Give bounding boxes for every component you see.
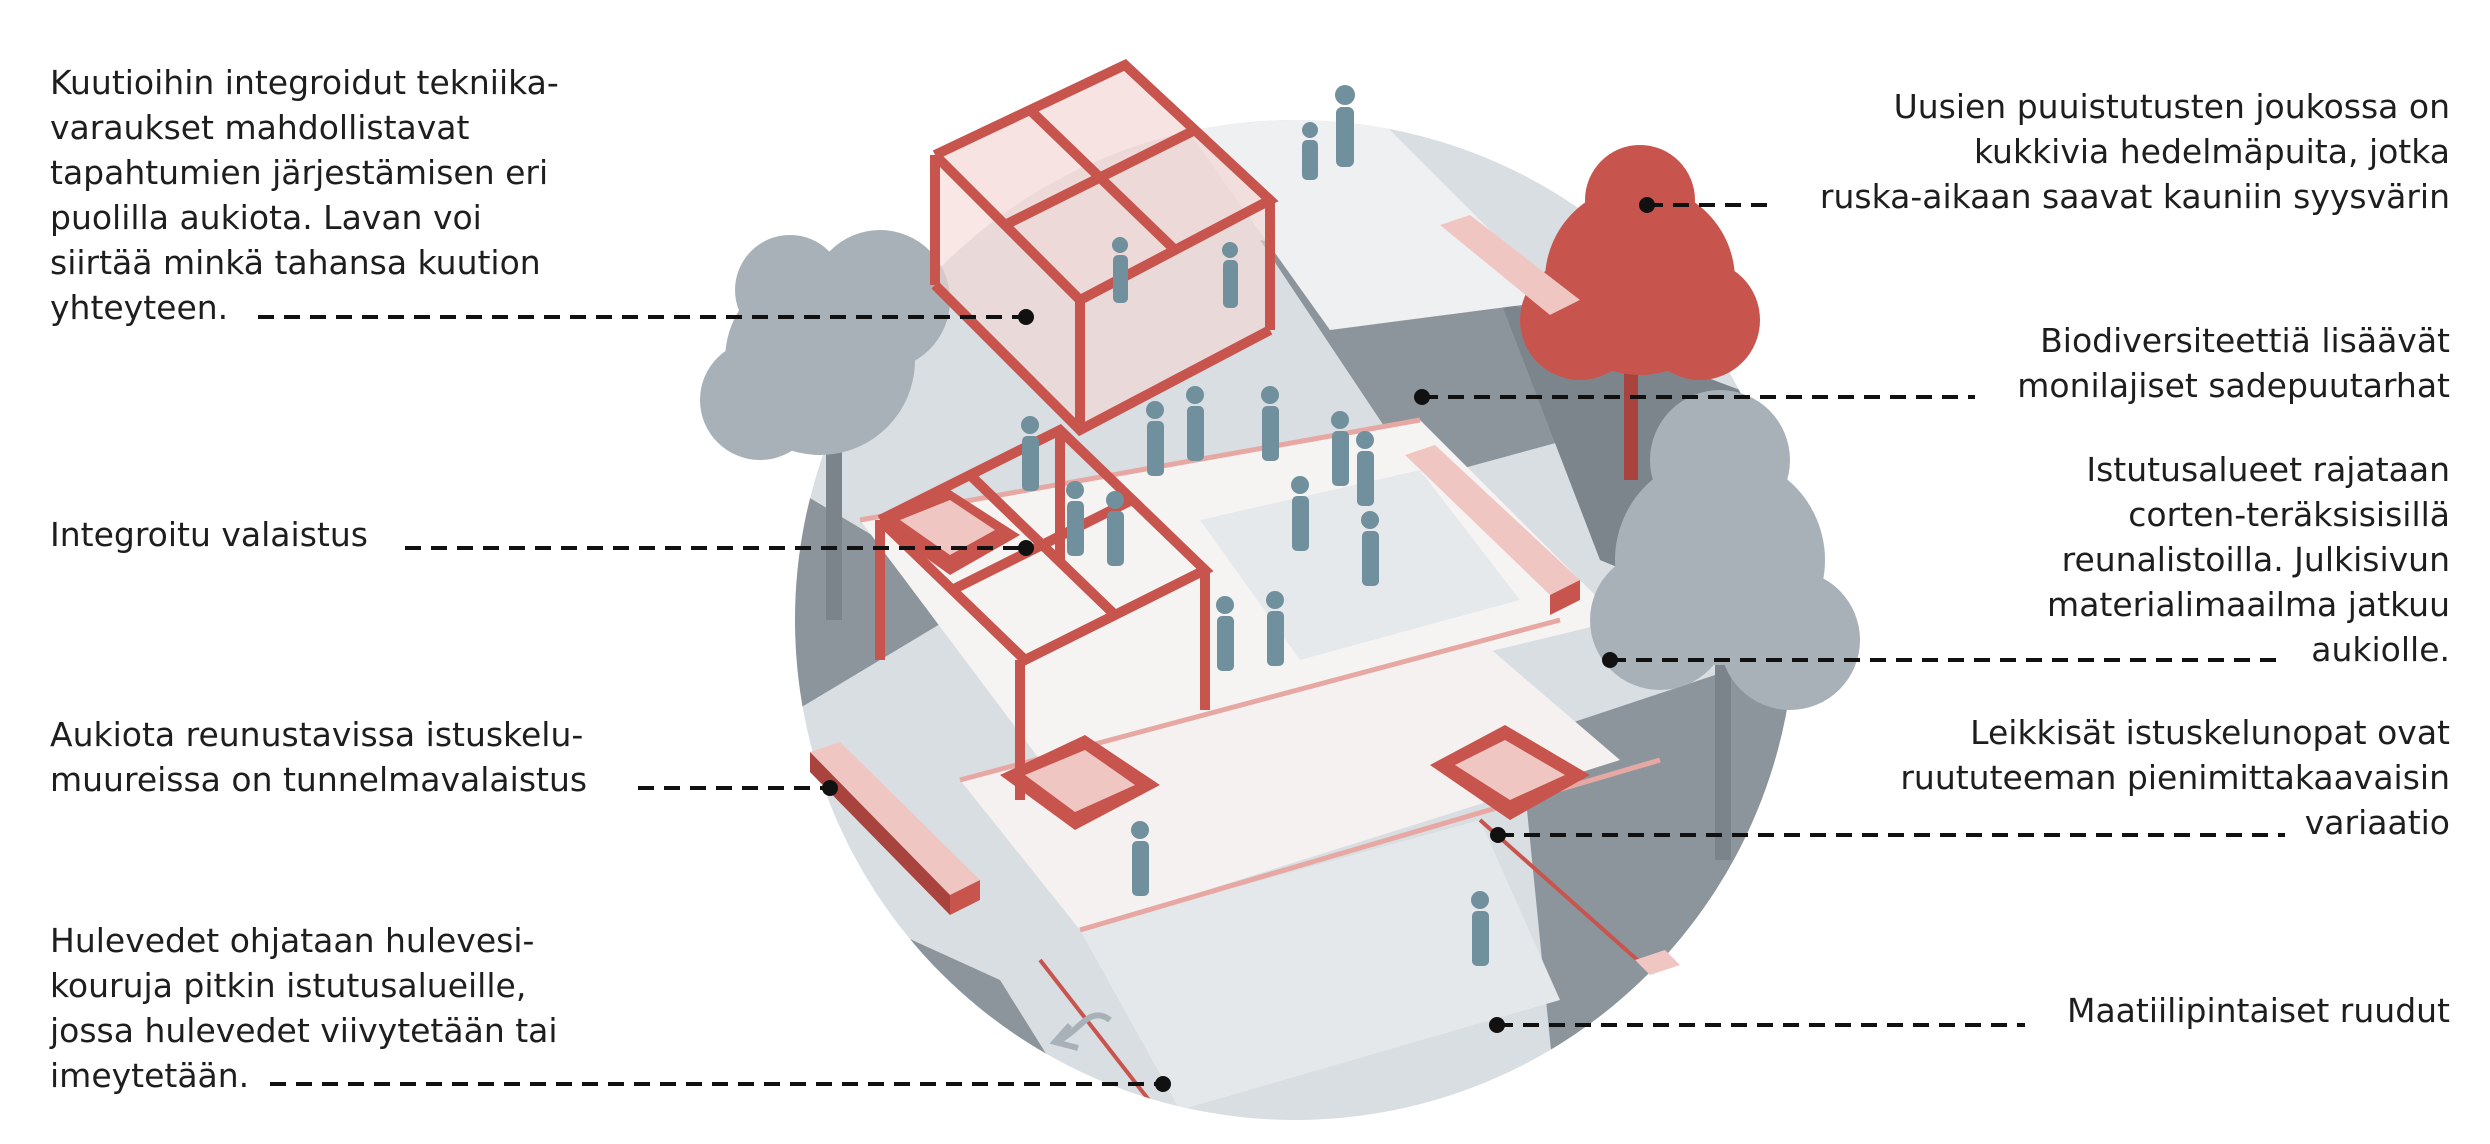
annotation-play-seats: Leikkisät istuskelunopat ovat ruututeema… — [1900, 710, 2450, 845]
person-icon — [1112, 237, 1128, 303]
person-icon — [1146, 401, 1164, 476]
annotation-tech-cubes: Kuutioihin integroidut tekniika- varauks… — [50, 60, 559, 330]
annotation-rain-gardens: Biodiversiteettiä lisäävät monilajiset s… — [2017, 318, 2450, 408]
person-icon — [1302, 122, 1318, 180]
person-icon — [1266, 591, 1284, 666]
person-icon — [1066, 481, 1084, 556]
person-icon — [1216, 596, 1234, 671]
person-icon — [1131, 821, 1149, 896]
person-icon — [1331, 411, 1349, 486]
person-icon — [1471, 891, 1489, 966]
person-icon — [1335, 85, 1355, 167]
person-icon — [1222, 242, 1238, 308]
person-icon — [1261, 386, 1279, 461]
person-icon — [1356, 431, 1374, 506]
person-icon — [1186, 386, 1204, 461]
person-icon — [1291, 476, 1309, 551]
annotation-stormwater: Hulevedet ohjataan hulevesi- kouruja pit… — [50, 918, 558, 1098]
annotation-corten-edges: Istutusalueet rajataan corten-teräksisis… — [2047, 447, 2450, 672]
person-icon — [1361, 511, 1379, 586]
person-icon — [1021, 416, 1039, 491]
person-icon — [1106, 491, 1124, 566]
annotation-paving-tiles: Maatiilipintaiset ruudut — [2067, 988, 2450, 1033]
annotation-lighting: Integroitu valaistus — [50, 512, 368, 557]
annotation-fruit-trees: Uusien puuistutusten joukossa on kukkivi… — [1820, 84, 2450, 219]
annotation-seat-walls: Aukiota reunustavissa istuskelu- muureis… — [50, 712, 587, 802]
